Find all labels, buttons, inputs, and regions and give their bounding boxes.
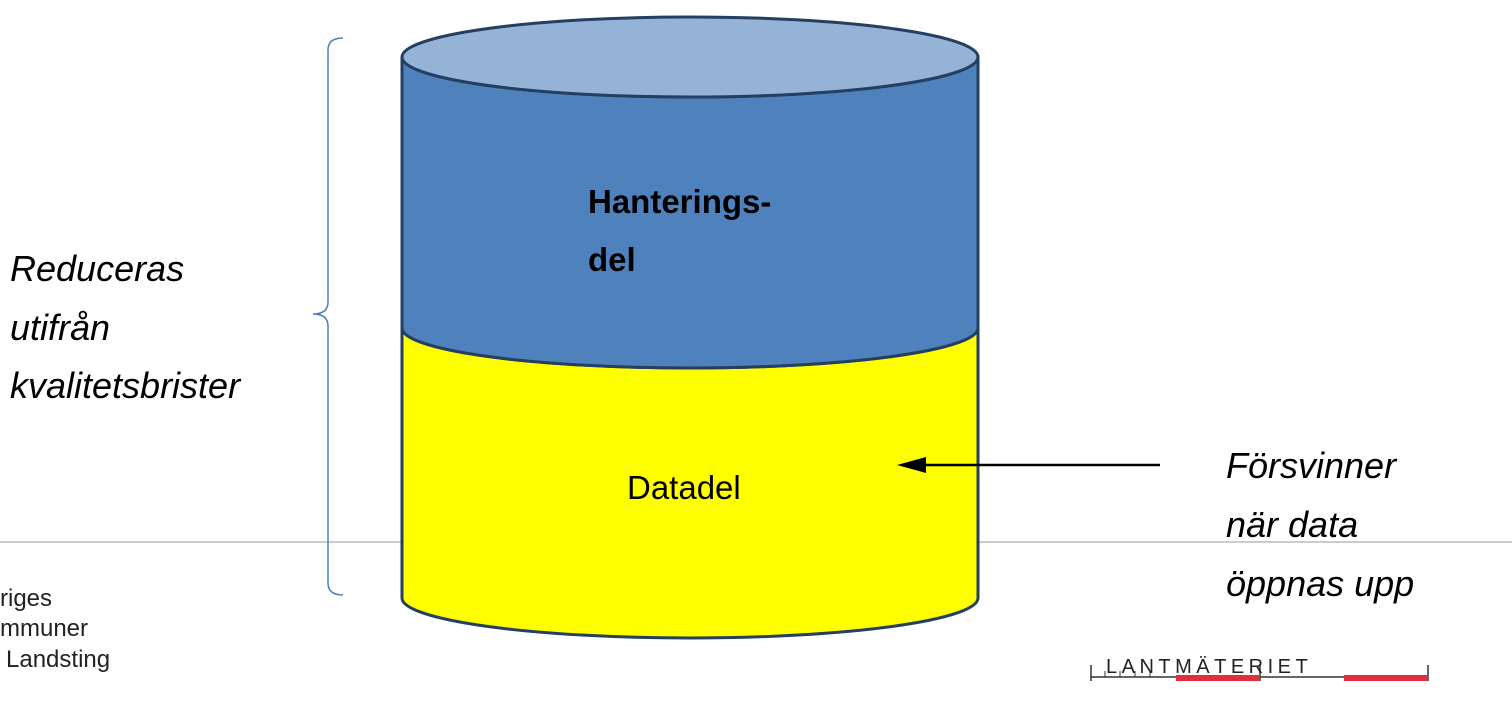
left-annotation-line1: Reduceras: [10, 248, 185, 289]
skl-logo-line1: riges: [0, 585, 53, 612]
skl-logo-line2: mmuner: [0, 615, 89, 642]
data-part-label: Datadel: [627, 469, 741, 506]
handling-part-label-line2: del: [588, 241, 636, 278]
lantmateriet-logo-text: LANTMÄTERIET: [1106, 656, 1313, 678]
right-annotation-line1: Försvinner: [1226, 445, 1397, 486]
left-annotation-line2: utifrån: [10, 307, 111, 348]
lantmateriet-scale-bar: [1090, 665, 1429, 681]
right-annotation-line3: öppnas upp: [1226, 563, 1415, 604]
left-annotation-line3: kvalitetsbrister: [10, 365, 241, 406]
arrow-head: [897, 457, 926, 473]
right-annotation-line2: när data: [1226, 504, 1359, 545]
cylinder-top-ellipse: [400, 15, 980, 99]
curly-brace: [312, 37, 344, 596]
handling-part-label-line1: Hanterings-: [588, 183, 772, 220]
skl-logo-line3: n Landsting: [0, 646, 111, 673]
